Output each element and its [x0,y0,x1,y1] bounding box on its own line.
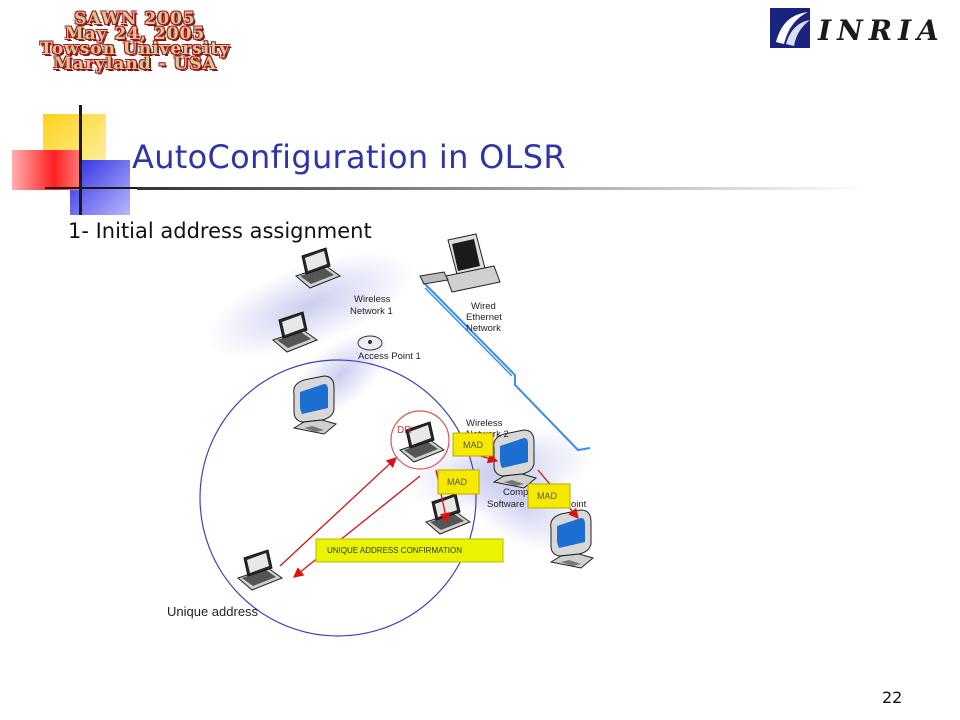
wired-workstation [419,233,501,293]
deco-vertical-line [79,105,82,215]
deco-horizontal-line [45,187,137,189]
mad-label: MAD [447,477,468,487]
label-wired-network: Ethernet [466,312,502,323]
label-wired-network: Network [466,323,501,334]
inria-wordmark: INRIA [818,14,945,47]
slide-title: AutoConfiguration in OLSR [132,138,566,176]
slide-subtitle: 1- Initial address assignment [68,219,372,243]
label-wireless-network-2: Wireless [466,418,503,429]
stamp-line: SAWN 2005 [74,9,196,29]
stamp-line: Towson University [40,39,230,59]
access-point-1-device [357,335,383,351]
inria-emblem-icon [770,8,810,48]
title-underline [137,187,867,190]
stamp-line: Maryland - USA [53,54,217,74]
label-access-point-1: Access Point 1 [358,351,421,362]
label-wired-network: Wired [471,301,496,312]
label-access-point-2: oint [571,499,587,510]
desktop-computer [293,375,337,435]
conference-stamp: SAWN 2005 May 24, 2005 Towson University… [30,9,240,74]
page-number: 22 [882,688,903,707]
mad-label: MAD [537,491,558,501]
label-unique-address: Unique address [167,604,259,619]
label-access-point-2: Software [487,499,525,510]
mad-message-box: MAD [452,432,494,457]
deco-red-bar [12,150,82,190]
stamp-line: May 24, 2005 [64,24,206,44]
inria-logo: INRIA [768,6,943,52]
label-wireless-network-1: Network 1 [350,306,393,317]
mad-label: MAD [463,440,484,450]
confirmation-label: UNIQUE ADDRESS CONFIRMATION [327,546,462,555]
mad-message-box: MAD [527,483,571,509]
label-dr: DR [397,425,411,436]
laptop-unique-address [237,549,283,591]
label-wireless-network-1: Wireless [354,294,391,305]
mad-message-box: MAD [437,469,480,495]
desktop-right [550,509,594,569]
unique-address-confirmation-box: UNIQUE ADDRESS CONFIRMATION [315,538,504,563]
label-access-point-2: Comp [503,487,528,498]
